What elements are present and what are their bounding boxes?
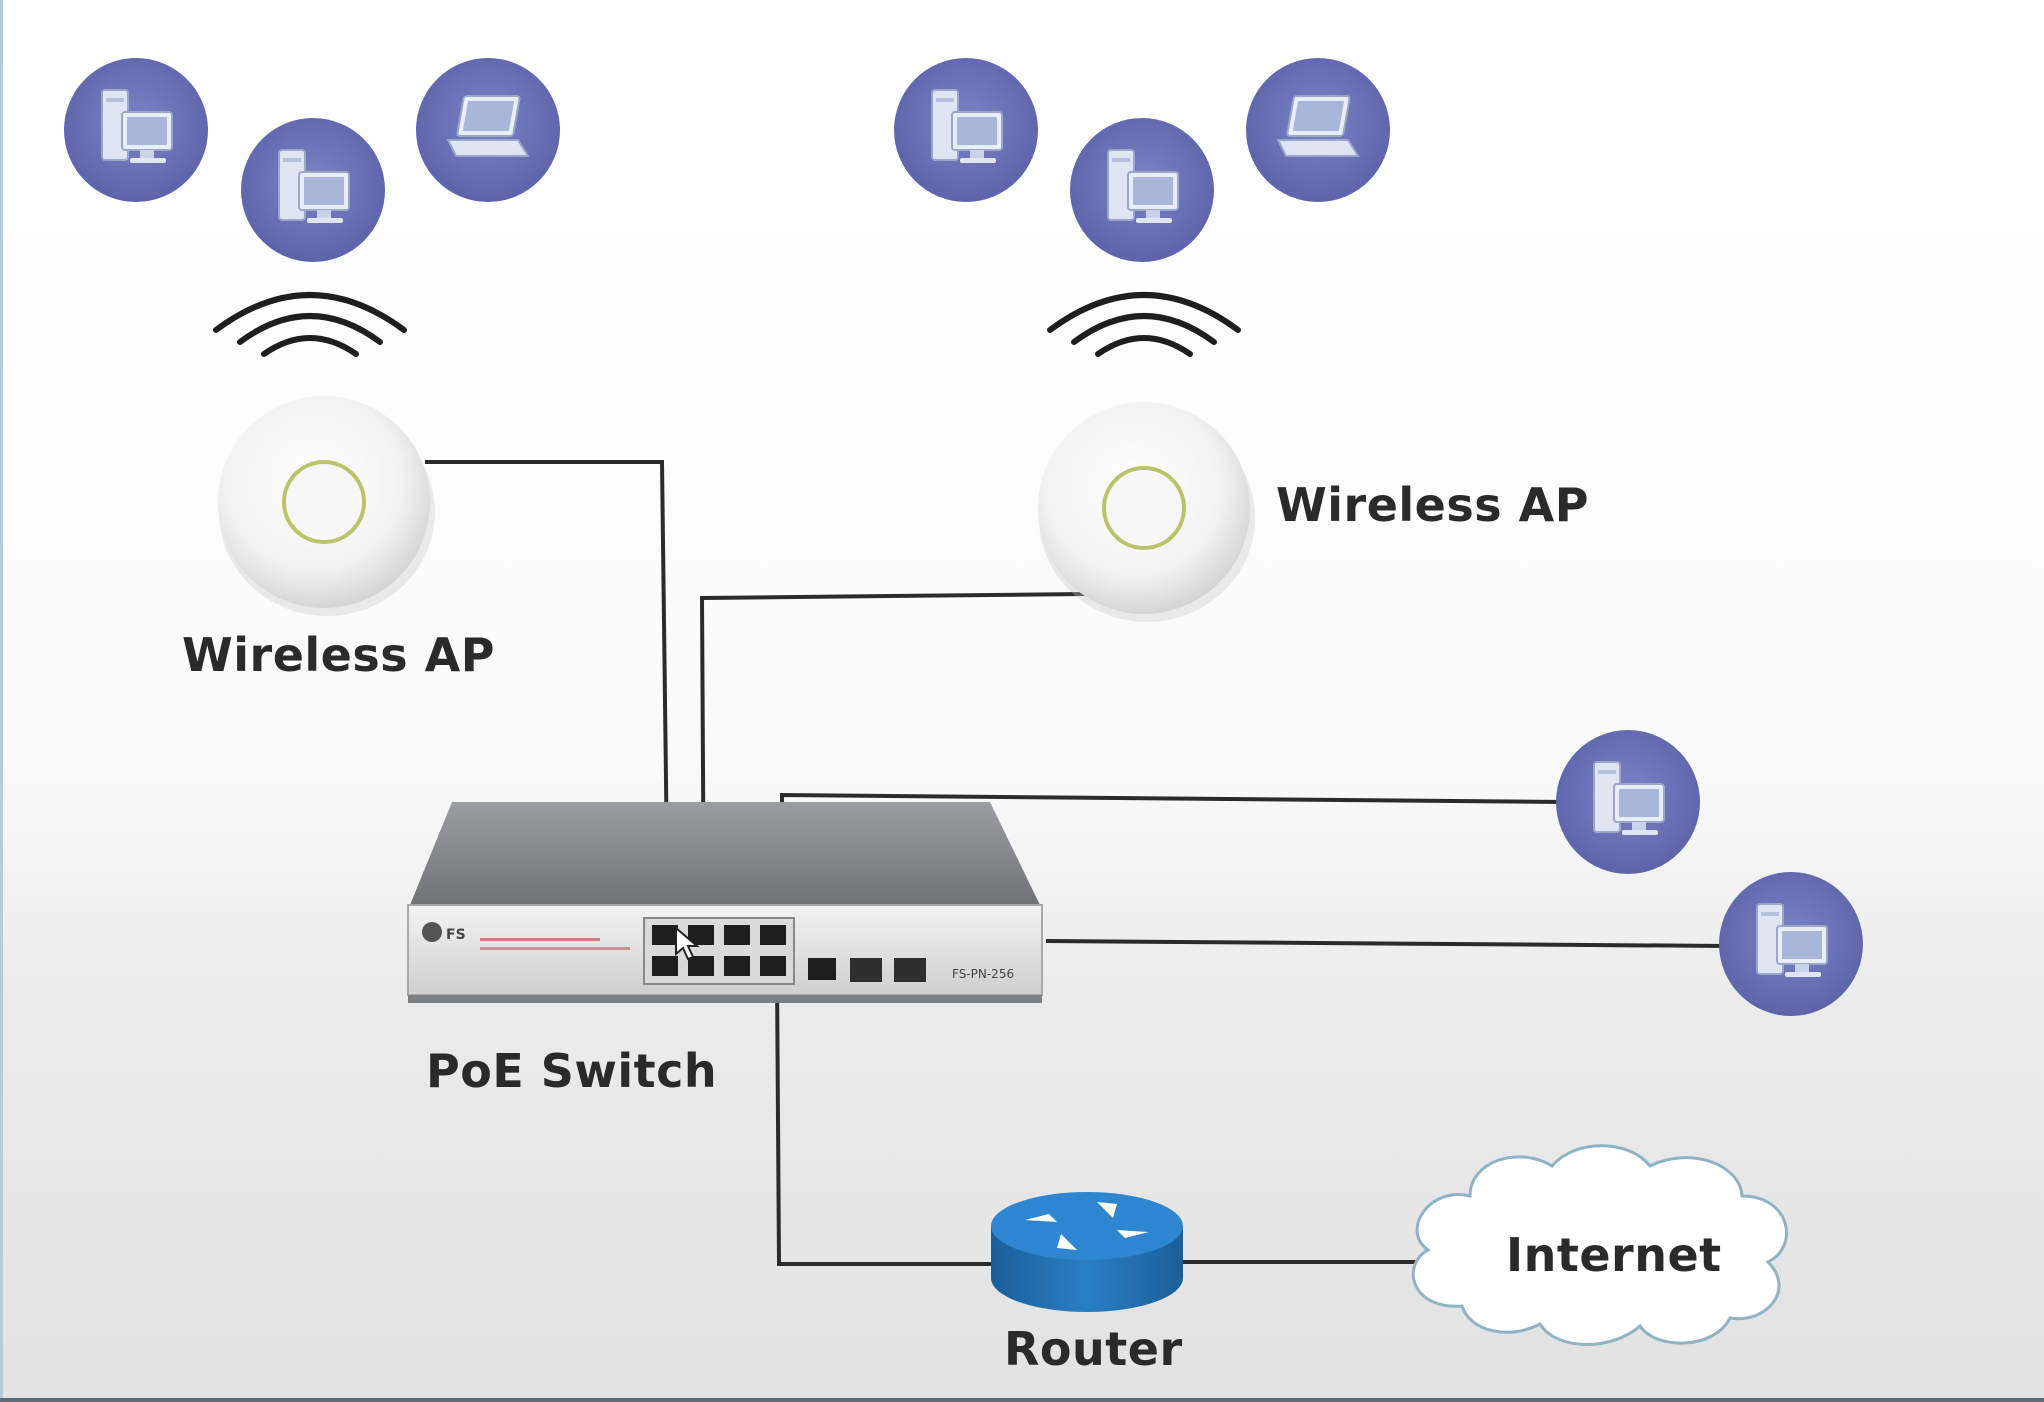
router-icon bbox=[991, 1192, 1183, 1312]
client-laptop-icon bbox=[1246, 58, 1390, 202]
ethernet-ports bbox=[652, 925, 926, 982]
client-desktop-icon bbox=[1556, 730, 1700, 874]
client-desktop-icon bbox=[64, 58, 208, 202]
client-desktop-icon bbox=[1070, 118, 1214, 262]
left-frame-edge bbox=[0, 0, 3, 1402]
switch-model-label: FS-PN-256 bbox=[952, 967, 1014, 981]
cable-switch-to-client-lower bbox=[1045, 939, 1729, 948]
ceiling-access-point-icon bbox=[218, 396, 435, 616]
poe-switch-label: PoE Switch bbox=[426, 1044, 718, 1098]
internet-cloud-icon bbox=[1411, 1144, 1788, 1346]
cable-ap-left-to-switch bbox=[425, 460, 670, 941]
wireless-ap-label-right: Wireless AP bbox=[1276, 478, 1589, 532]
poe-switch-icon: FS FS-PN-256 bbox=[407, 802, 1043, 1003]
mouse-cursor-icon bbox=[675, 925, 700, 961]
wireless-ap-label-left: Wireless AP bbox=[182, 628, 495, 682]
router-label: Router bbox=[1004, 1322, 1183, 1376]
ceiling-access-point-icon bbox=[1038, 402, 1255, 622]
client-desktop-icon bbox=[1719, 872, 1863, 1016]
client-laptop-icon bbox=[416, 58, 560, 202]
wifi-signal-icon bbox=[1050, 295, 1238, 354]
client-desktop-icon bbox=[894, 58, 1038, 202]
bottom-frame-edge bbox=[0, 1398, 2044, 1402]
cable-switch-to-router bbox=[775, 974, 1000, 1266]
wifi-signal-icon bbox=[216, 295, 404, 354]
client-desktop-icon bbox=[241, 118, 385, 262]
internet-label: Internet bbox=[1506, 1228, 1722, 1282]
switch-brand-label: FS bbox=[446, 927, 466, 943]
